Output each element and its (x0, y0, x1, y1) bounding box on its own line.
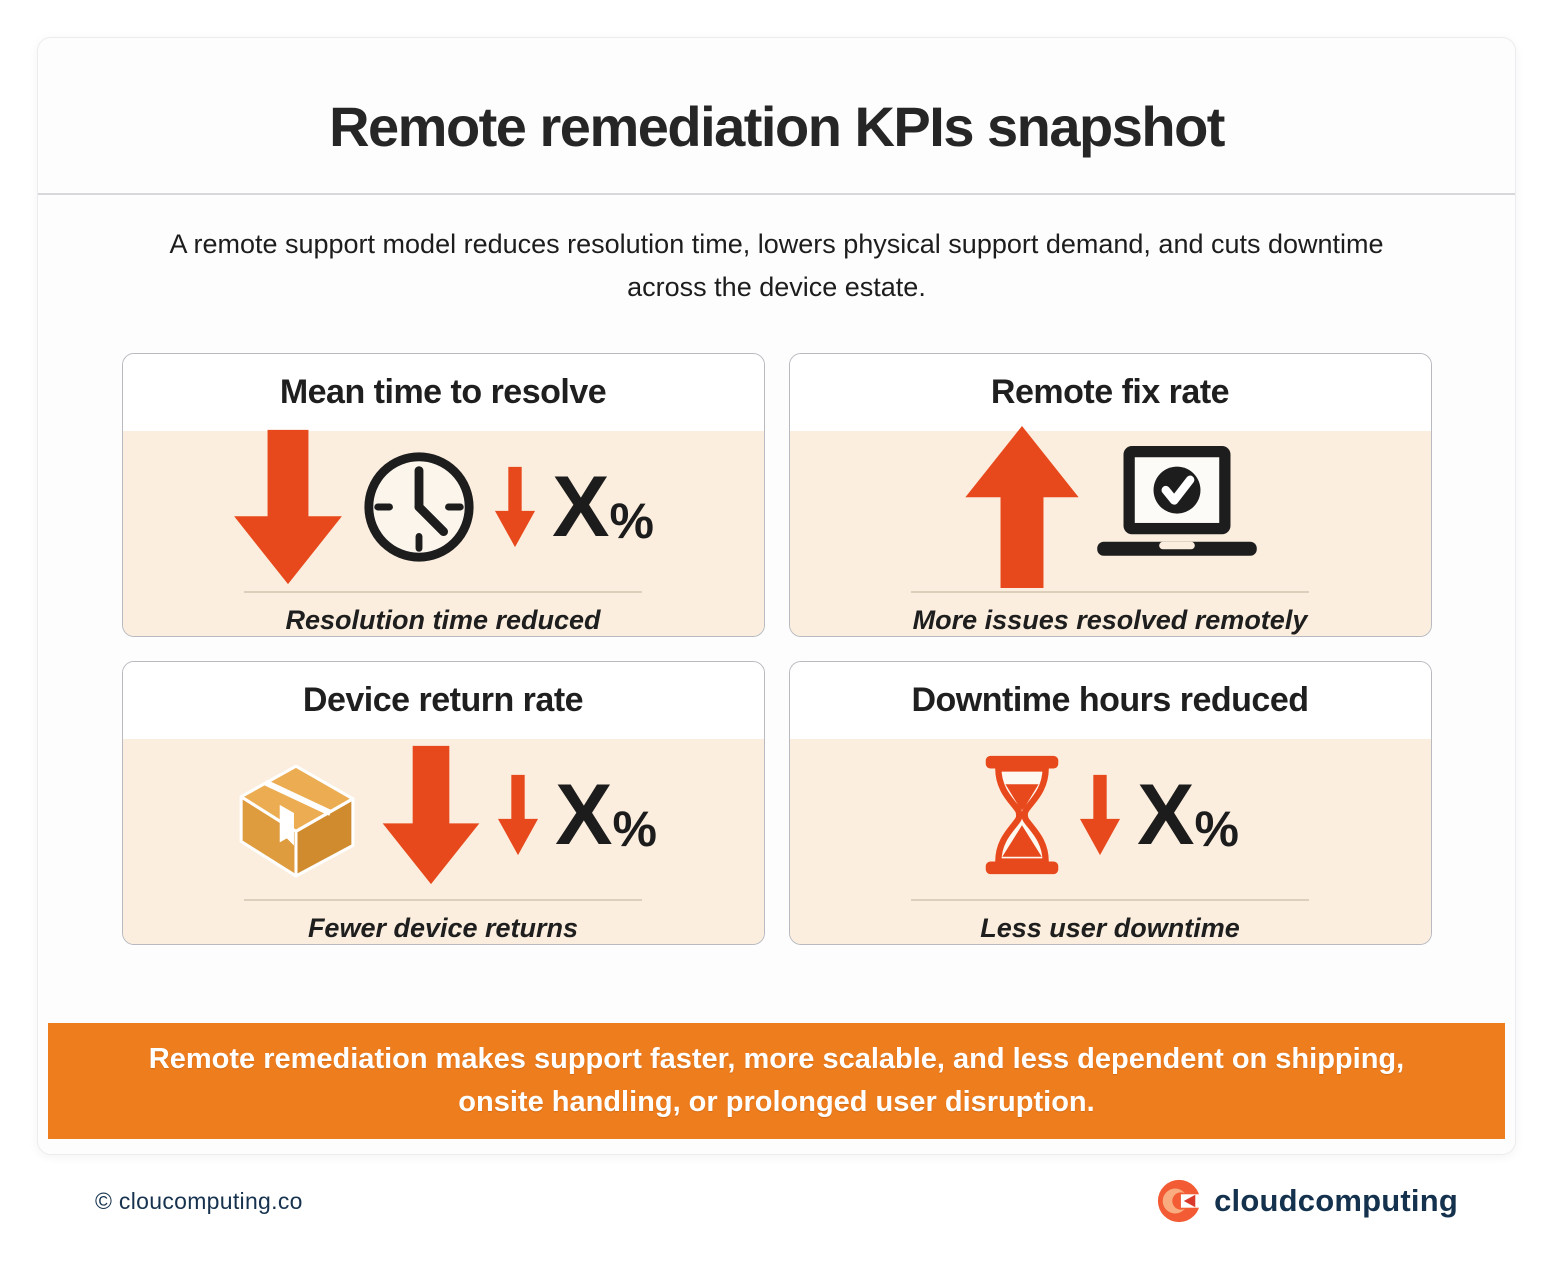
metric-value: X% (1137, 766, 1239, 863)
card-divider (244, 591, 642, 594)
footer: © cloucomputing.co cloudcomputing (37, 1178, 1516, 1224)
icon-row: X% (981, 745, 1239, 885)
icon-row (963, 426, 1257, 589)
card-header: Device return rate (122, 662, 764, 740)
brand-logo: cloudcomputing (1156, 1178, 1458, 1224)
metric-value: X% (555, 766, 657, 863)
kpi-card-remote-fix-rate: Remote fix rate (788, 353, 1432, 638)
up-arrow-icon (963, 424, 1081, 590)
card-title: Downtime hours reduced (911, 681, 1309, 720)
page-title: Remote remediation KPIs snapshot (329, 95, 1225, 158)
metric-value: X% (552, 458, 654, 555)
card-caption: More issues resolved remotely (912, 605, 1308, 636)
card-title: Device return rate (302, 681, 584, 720)
card-divider (911, 899, 1309, 902)
summary-banner: Remote remediation makes support faster,… (48, 1023, 1505, 1140)
icon-row: X% (229, 745, 657, 885)
package-box-icon (229, 752, 365, 878)
brand-c-icon (1156, 1178, 1203, 1224)
card-body: X% Less user downtime (789, 739, 1431, 945)
card-title: Mean time to resolve (279, 373, 607, 412)
card-header: Downtime hours reduced (789, 662, 1431, 740)
small-down-arrow-icon (494, 465, 536, 549)
small-down-arrow-icon (497, 773, 539, 857)
card-caption: Less user downtime (980, 913, 1240, 944)
kpi-grid: Mean time to resolve (121, 353, 1432, 946)
card-divider (911, 591, 1309, 594)
kpi-card-downtime-hours-reduced: Downtime hours reduced (788, 661, 1432, 946)
icon-row: X% (232, 430, 654, 585)
card-caption: Resolution time reduced (285, 605, 601, 636)
summary-banner-text: Remote remediation makes support faster,… (148, 1042, 1405, 1119)
main-panel: Remote remediation KPIs snapshot A remot… (37, 37, 1516, 1155)
small-down-arrow-icon (1079, 773, 1121, 857)
copyright-text: © cloucomputing.co (95, 1187, 303, 1214)
card-body: X% Resolution time reduced (122, 430, 764, 637)
card-divider (244, 899, 642, 902)
card-header: Mean time to resolve (122, 354, 764, 432)
card-title: Remote fix rate (990, 373, 1230, 412)
card-header: Remote fix rate (789, 354, 1431, 432)
clock-icon (360, 448, 478, 566)
page-subtitle: A remote support model reduces resolutio… (169, 229, 1384, 303)
card-body: More issues resolved remotely (789, 426, 1431, 637)
card-body: X% Fewer device returns (122, 739, 764, 945)
laptop-check-icon (1097, 446, 1257, 568)
kpi-card-device-return-rate: Device return rate (121, 661, 765, 946)
hourglass-icon (981, 755, 1063, 875)
down-arrow-icon (232, 428, 344, 586)
down-arrow-icon (381, 744, 481, 886)
brand-name: cloudcomputing (1214, 1183, 1458, 1218)
title-divider (38, 193, 1515, 195)
kpi-card-mean-time-to-resolve: Mean time to resolve (121, 353, 765, 638)
card-caption: Fewer device returns (307, 913, 579, 944)
